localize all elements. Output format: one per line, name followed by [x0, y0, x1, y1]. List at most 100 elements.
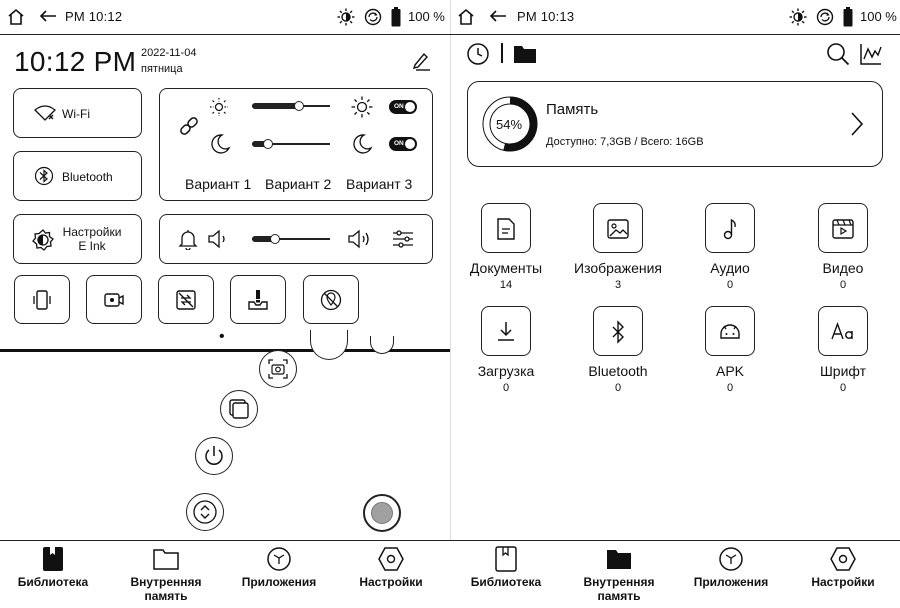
- nav-settings[interactable]: Настройки: [793, 541, 893, 608]
- tray-alert-icon: [248, 290, 268, 310]
- nav-internal-storage[interactable]: Внутренняя память: [569, 541, 669, 608]
- nav-settings[interactable]: Настройки: [341, 541, 441, 608]
- location-off-button[interactable]: [303, 275, 359, 324]
- left-screen: PM 10:12 100 % 10:12 PM 2022-11-04 пятни…: [0, 7, 450, 608]
- storage-analysis-chart-icon[interactable]: [859, 42, 883, 66]
- nav-storage-label-1: Внутренняя: [583, 575, 655, 589]
- recent-clock-icon[interactable]: [466, 42, 490, 66]
- back-arrow-icon[interactable]: [488, 8, 508, 24]
- bell-icon[interactable]: [178, 228, 198, 250]
- nav-apps[interactable]: Приложения: [681, 541, 781, 608]
- link-chain-icon[interactable]: [177, 114, 201, 138]
- library-book-icon: [43, 547, 63, 571]
- status-bar: PM 10:13 100 %: [450, 0, 900, 34]
- cold-light-toggle[interactable]: ON: [389, 137, 417, 151]
- android-icon: [720, 324, 740, 339]
- battery-icon: [843, 7, 853, 27]
- video-icon: [832, 219, 854, 239]
- eink-gear-icon: [32, 229, 54, 251]
- category-icon-box: [818, 306, 868, 356]
- apps-cube-icon: [267, 547, 291, 571]
- multitask-floating-button[interactable]: [220, 390, 258, 428]
- floating-ball-button[interactable]: [363, 494, 401, 532]
- volume-high-icon: [347, 229, 373, 249]
- warm-light-toggle[interactable]: ON: [389, 100, 417, 114]
- cold-slider-knob[interactable]: [263, 139, 273, 149]
- volume-slider[interactable]: [252, 234, 330, 244]
- category-icon-box: [593, 306, 643, 356]
- variant-2-button[interactable]: Вариант 2: [265, 176, 332, 192]
- category-documents[interactable]: Документы 14: [451, 203, 561, 291]
- toolbar-divider: [501, 43, 503, 63]
- battery-percent: 100 %: [860, 9, 897, 24]
- cold-slider-fill: [252, 141, 268, 147]
- category-count: 0: [839, 279, 847, 291]
- power-floating-button[interactable]: [195, 437, 233, 475]
- battery-icon: [391, 7, 401, 27]
- nav-library[interactable]: Библиотека: [3, 541, 103, 608]
- download-icon: [498, 322, 514, 341]
- chevron-right-icon: [850, 111, 864, 137]
- home-icon[interactable]: [456, 7, 476, 27]
- refresh-mode-icon: [364, 8, 382, 26]
- screen-record-button[interactable]: [86, 275, 142, 324]
- nav-apps[interactable]: Приложения: [229, 541, 329, 608]
- category-fonts[interactable]: Шрифт 0: [788, 306, 898, 394]
- auto-rotate-button[interactable]: [14, 275, 70, 324]
- night-moon-icon: [351, 133, 373, 155]
- category-name: Загрузка: [477, 363, 535, 379]
- warm-light-sun-icon: [209, 97, 229, 117]
- edit-pen-icon[interactable]: [410, 50, 432, 72]
- screenshot-floating-button[interactable]: [259, 350, 297, 388]
- category-images[interactable]: Изображения 3: [563, 203, 673, 291]
- memory-details: Доступно: 7,3GB / Всего: 16GB: [546, 136, 704, 148]
- page-turn-floating-button[interactable]: [186, 493, 224, 531]
- eink-label-line1: Настройки: [62, 225, 122, 239]
- category-video[interactable]: Видео 0: [788, 203, 898, 291]
- folder-filled-icon[interactable]: [513, 43, 537, 65]
- variant-3-button[interactable]: Вариант 3: [346, 176, 413, 192]
- category-bluetooth[interactable]: Bluetooth 0: [563, 306, 673, 394]
- memory-card[interactable]: 54% Память Доступно: 7,3GB / Всего: 16GB: [467, 81, 883, 167]
- nav-storage-label-1: Внутренняя: [130, 575, 202, 589]
- wifi-off-icon: [34, 105, 56, 121]
- bluetooth-icon: [612, 320, 624, 344]
- memory-usage-ring: [482, 96, 538, 152]
- nav-settings-label: Настройки: [359, 575, 423, 589]
- category-name: APK: [715, 363, 744, 379]
- settings-hex-icon: [378, 547, 404, 571]
- category-count: 0: [839, 382, 847, 394]
- equalizer-settings-icon[interactable]: [392, 228, 414, 250]
- sync-off-icon: [176, 290, 196, 310]
- variant-1-button[interactable]: Вариант 1: [185, 176, 252, 192]
- category-downloads[interactable]: Загрузка 0: [451, 306, 561, 394]
- volume-slider-track: [252, 238, 330, 240]
- warm-light-slider[interactable]: [252, 101, 330, 111]
- folder-filled-icon: [607, 550, 631, 569]
- home-icon[interactable]: [6, 7, 26, 27]
- floating-button-partial-2[interactable]: [370, 336, 394, 354]
- wifi-tile[interactable]: Wi-Fi: [13, 88, 142, 138]
- cold-light-slider[interactable]: [252, 139, 330, 149]
- document-icon: [497, 218, 515, 240]
- nav-internal-storage[interactable]: Внутренняя память: [116, 541, 216, 608]
- nav-settings-label: Настройки: [811, 575, 875, 589]
- status-time: PM 10:13: [517, 9, 575, 24]
- category-count: 0: [726, 382, 734, 394]
- category-count: 0: [614, 382, 622, 394]
- sync-off-button[interactable]: [158, 275, 214, 324]
- floating-button-partial-1[interactable]: [310, 330, 348, 360]
- category-audio[interactable]: Аудио 0: [675, 203, 785, 291]
- category-name: Bluetooth: [588, 363, 648, 379]
- volume-slider-fill: [252, 236, 275, 242]
- warm-slider-fill: [252, 103, 299, 109]
- notification-tray-button[interactable]: [230, 275, 286, 324]
- eink-settings-tile[interactable]: Настройки E Ink: [13, 214, 142, 264]
- category-apk[interactable]: APK 0: [675, 306, 785, 394]
- search-icon[interactable]: [826, 42, 850, 66]
- warm-slider-knob[interactable]: [294, 101, 304, 111]
- bluetooth-tile[interactable]: Bluetooth: [13, 151, 142, 201]
- nav-library[interactable]: Библиотека: [456, 541, 556, 608]
- back-arrow-icon[interactable]: [38, 8, 58, 24]
- volume-slider-knob[interactable]: [270, 234, 280, 244]
